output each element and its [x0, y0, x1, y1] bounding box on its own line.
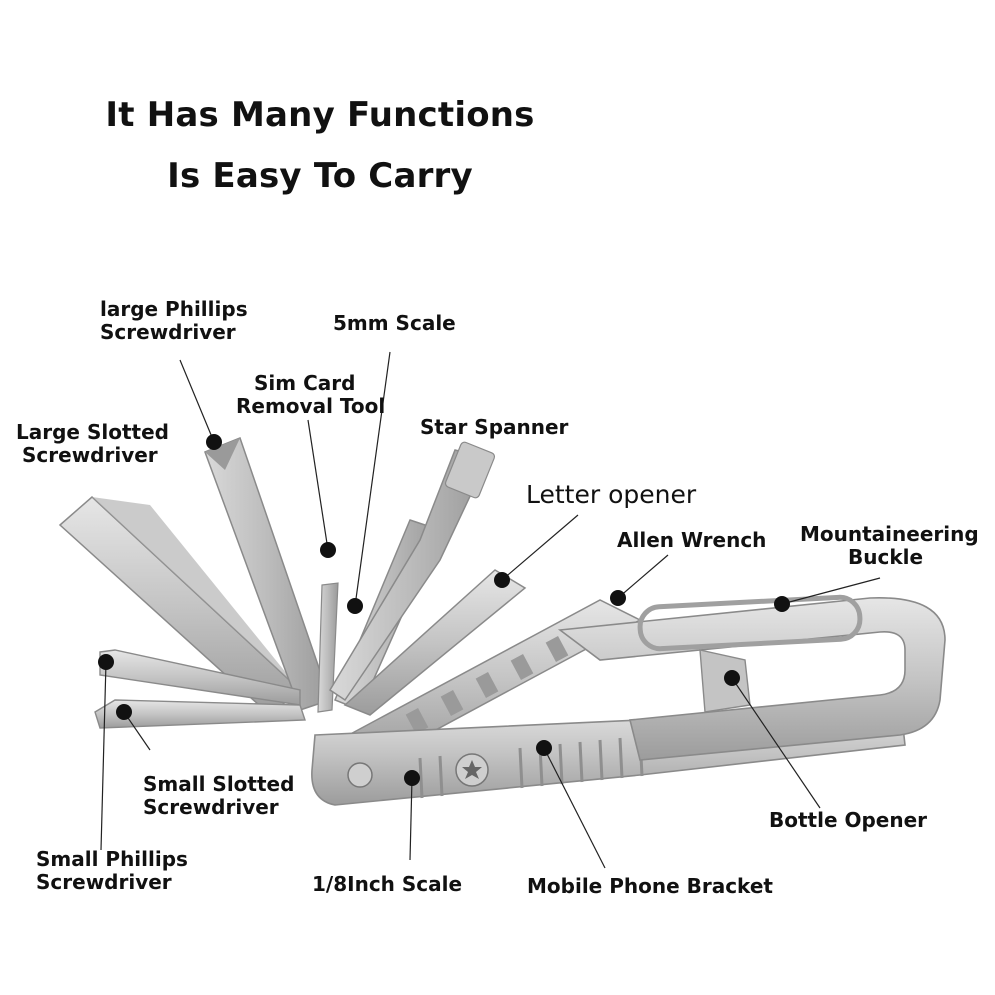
- label-small-phillips-screwdriver: Small Phillips Screwdriver: [36, 847, 188, 894]
- callout-dot-bottle-opener: [724, 670, 740, 686]
- label-small-slotted-screwdriver: Small Slotted Screwdriver: [143, 772, 295, 819]
- label-sim-card-removal-tool: Sim Card Removal Tool: [236, 371, 386, 418]
- label-large-slotted-screwdriver: Large Slotted Screwdriver: [16, 420, 169, 467]
- label-inch-scale: 1/8Inch Scale: [312, 872, 463, 896]
- callout-dot-inch-scale: [404, 770, 420, 786]
- small-blades: [94, 649, 306, 729]
- label-large-phillips-screwdriver: large Phillips Screwdriver: [100, 297, 248, 344]
- label-star-spanner: Star Spanner: [420, 415, 569, 439]
- callout-dot-5mm-scale: [347, 598, 363, 614]
- star-spanner-blade: [328, 441, 496, 702]
- label-letter-opener: Letter opener: [526, 480, 697, 509]
- headline-line-2: Is Easy To Carry: [167, 156, 473, 196]
- callout-dot-letter-opener: [494, 572, 510, 588]
- label-mountaineering-buckle: Mountaineering Buckle: [800, 522, 979, 569]
- sim-card-tool-blade: [317, 582, 339, 713]
- headline-line-1: It Has Many Functions: [105, 95, 535, 135]
- label-bottle-opener: Bottle Opener: [769, 808, 928, 832]
- callout-dot-allen-wrench: [610, 590, 626, 606]
- callout-dot-phone-bracket: [536, 740, 552, 756]
- letter-opener-blade: [343, 569, 527, 716]
- callout-dot-sim-card: [320, 542, 336, 558]
- carabiner-frame: [557, 594, 946, 761]
- callout-dot-mountaineering-buckle: [774, 596, 790, 612]
- label-allen-wrench: Allen Wrench: [617, 528, 767, 552]
- callout-dot-small-slotted: [116, 704, 132, 720]
- callout-dot-small-phillips: [98, 654, 114, 670]
- callout-dot-large-phillips: [206, 434, 222, 450]
- label-mobile-phone-bracket: Mobile Phone Bracket: [527, 874, 773, 898]
- label-5mm-scale: 5mm Scale: [333, 311, 456, 335]
